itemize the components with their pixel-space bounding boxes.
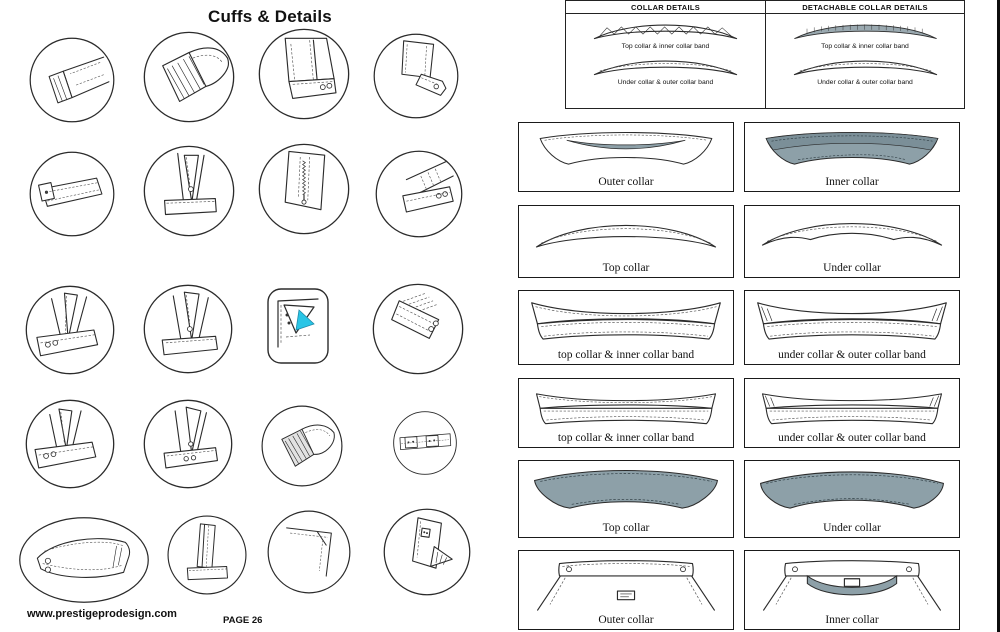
wide-two-button-cuff-icon bbox=[18, 516, 150, 604]
panel-top-collar: Top collar bbox=[518, 205, 734, 278]
dark-ribbed-knit-cuff-icon bbox=[260, 404, 344, 488]
panel-label: top collar & inner collar band bbox=[557, 348, 695, 361]
panel-outer-collar: Outer collar bbox=[518, 122, 734, 192]
collar-details-column: COLLAR DETAILS Top collar & inner collar… bbox=[566, 1, 765, 108]
two-button-barrel-cuff-icon bbox=[257, 27, 351, 121]
panel-label: Outer collar bbox=[598, 613, 654, 626]
panel-under-collar-outer-band: under collar & outer collar band bbox=[744, 290, 960, 365]
top-collar-filled-illustration bbox=[533, 470, 719, 509]
table-figure: Top collar & inner collar band bbox=[788, 17, 943, 50]
table-figure-label: Under collar & outer collar band bbox=[617, 79, 714, 86]
vertical-placket-cuff-icon bbox=[166, 514, 248, 596]
panel-label: Outer collar bbox=[598, 175, 654, 188]
table-figure-label: Under collar & outer collar band bbox=[817, 79, 913, 86]
detachable-collar-details-header: DETACHABLE COLLAR DETAILS bbox=[766, 1, 964, 14]
corner-placket-button-cuff-icon bbox=[24, 284, 116, 376]
detachable-under-collar-outer-band-icon bbox=[793, 60, 937, 76]
under-collar-illustration bbox=[761, 223, 943, 246]
buttoned-corner-cuff-icon bbox=[24, 398, 116, 490]
top-collar-inner-band-illustration bbox=[531, 302, 721, 340]
placket-highlight-detail-icon bbox=[266, 287, 330, 365]
knit-cuff-sleeve-icon bbox=[28, 36, 116, 124]
cuffs-page: Cuffs & Details bbox=[18, 7, 472, 626]
panel-under-collar-outer-band-2: under collar & outer collar band bbox=[744, 378, 960, 448]
table-figure-label: Top collar & inner collar band bbox=[621, 43, 710, 50]
table-figure: Top collar & inner collar band bbox=[588, 17, 743, 50]
panel-inner-collar: Inner collar bbox=[744, 122, 960, 192]
website-url: www.prestigeprodesign.com bbox=[27, 608, 177, 620]
top-collar-inner-band-illustration bbox=[535, 393, 717, 425]
under-collar-filled-illustration bbox=[760, 471, 944, 509]
collar-details-table: COLLAR DETAILS Top collar & inner collar… bbox=[565, 0, 965, 109]
collars-page: COLLAR DETAILS Top collar & inner collar… bbox=[505, 0, 1000, 632]
outer-collar-illustration bbox=[539, 131, 713, 165]
panel-under-collar-filled: Under collar bbox=[744, 460, 960, 538]
ribbed-knit-cuff-icon bbox=[142, 30, 236, 124]
under-collar-outer-band-icon bbox=[593, 60, 738, 76]
panel-under-collar: Under collar bbox=[744, 205, 960, 278]
panel-inner-collar-front: Inner collar bbox=[744, 550, 960, 630]
gathered-two-button-cuff-icon bbox=[374, 149, 464, 239]
zipper-cuff-icon bbox=[257, 142, 351, 236]
panel-label: Inner collar bbox=[825, 175, 879, 188]
detachable-top-collar-inner-band-icon bbox=[793, 24, 937, 40]
panel-label: under collar & outer collar band bbox=[778, 348, 926, 361]
panel-label: Top collar bbox=[602, 261, 650, 274]
pointed-placket-two-button-cuff-icon bbox=[142, 398, 234, 490]
mitered-corner-cuff-icon bbox=[266, 509, 352, 595]
under-collar-outer-band-illustration bbox=[757, 302, 947, 340]
panel-label: Top collar bbox=[602, 521, 650, 534]
top-collar-inner-band-icon bbox=[593, 24, 738, 40]
detachable-collar-details-column: DETACHABLE COLLAR DETAILS Top collar & i… bbox=[765, 1, 964, 108]
outer-collar-front-illustration bbox=[537, 560, 715, 611]
page-number: PAGE 26 bbox=[223, 615, 263, 626]
panel-label: top collar & inner collar band bbox=[557, 431, 695, 444]
panel-label: Under collar bbox=[823, 521, 881, 534]
inner-collar-illustration bbox=[765, 132, 939, 165]
panel-label: Inner collar bbox=[825, 613, 879, 626]
table-figure: Under collar & outer collar band bbox=[788, 53, 943, 86]
page-title: Cuffs & Details bbox=[208, 7, 332, 26]
panel-top-collar-inner-band-2: top collar & inner collar band bbox=[518, 378, 734, 448]
page-edge-line bbox=[997, 0, 1000, 632]
panel-top-collar-filled: Top collar bbox=[518, 460, 734, 538]
panel-top-collar-inner-band: top collar & inner collar band bbox=[518, 290, 734, 365]
buckle-strap-cuff-icon bbox=[28, 150, 116, 238]
double-tab-strap-cuff-icon bbox=[392, 410, 458, 476]
top-collar-illustration bbox=[535, 224, 717, 248]
collar-details-header: COLLAR DETAILS bbox=[566, 1, 765, 14]
panel-label: under collar & outer collar band bbox=[778, 431, 926, 444]
topstitched-corner-cuff-icon bbox=[371, 282, 465, 376]
inner-collar-front-illustration bbox=[763, 560, 941, 611]
tab-button-cuff-icon bbox=[372, 32, 460, 120]
panel-label: Under collar bbox=[823, 261, 881, 274]
pointed-placket-cuff-icon bbox=[142, 144, 236, 238]
pointed-placket-button-cuff-icon bbox=[142, 283, 234, 375]
under-collar-outer-band-illustration bbox=[761, 393, 943, 425]
folded-placket-button-cuff-icon bbox=[382, 507, 472, 597]
table-figure: Under collar & outer collar band bbox=[588, 53, 743, 86]
table-figure-label: Top collar & inner collar band bbox=[821, 43, 909, 50]
panel-outer-collar-front: Outer collar bbox=[518, 550, 734, 630]
